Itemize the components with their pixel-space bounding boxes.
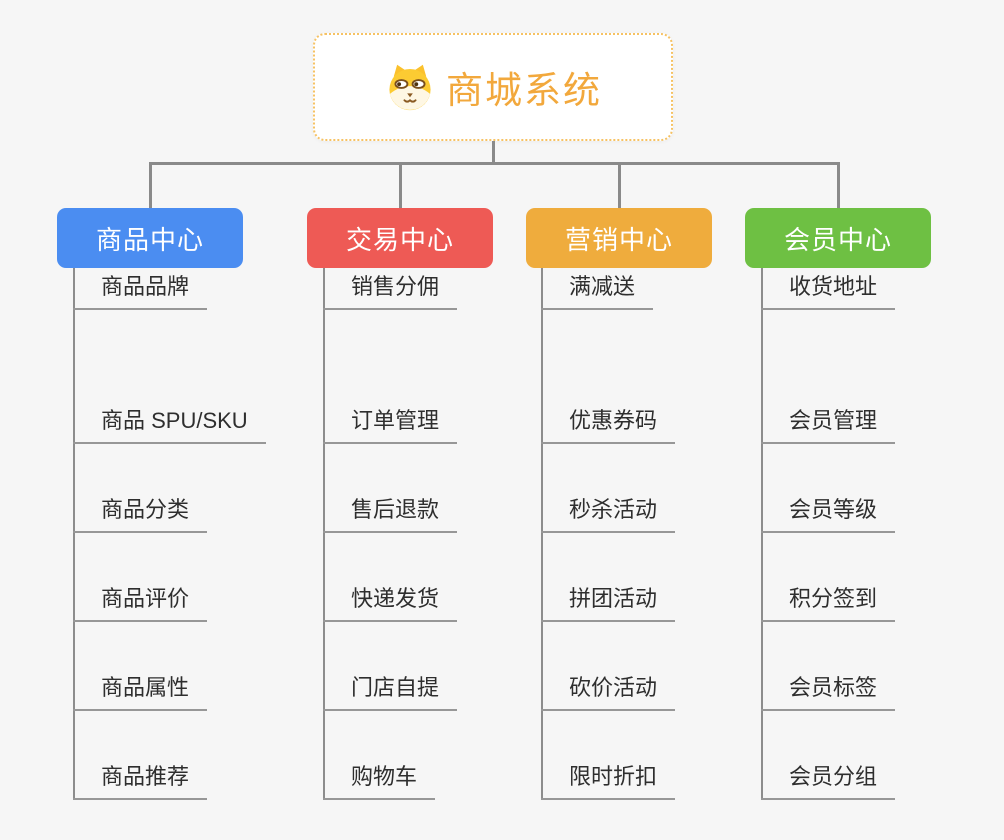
branch-tree-line xyxy=(73,268,75,800)
topic-node[interactable]: 会员标签 xyxy=(761,669,896,711)
topic-node[interactable]: 会员分组 xyxy=(761,758,896,800)
topic-node[interactable]: 售后退款 xyxy=(323,491,458,533)
topic-node[interactable]: 商品属性 xyxy=(73,669,208,711)
topic-node[interactable]: 快递发货 xyxy=(323,580,458,622)
connector-rail xyxy=(149,162,839,165)
topic-node[interactable]: 秒杀活动 xyxy=(541,491,676,533)
root-title: 商城系统 xyxy=(446,70,602,111)
topic-node[interactable]: 优惠券码 xyxy=(541,402,676,444)
subtree-trade-center: 订单管理 售后退款 快递发货 门店自提 购物车 销售分佣 xyxy=(323,268,563,800)
topic-node[interactable]: 会员管理 xyxy=(761,402,896,444)
topic-node[interactable]: 销售分佣 xyxy=(323,268,458,310)
branch-node-product-center[interactable]: 商品中心 xyxy=(57,208,243,268)
branch-tree-line xyxy=(761,268,763,800)
topic-node[interactable]: 限时折扣 xyxy=(541,758,676,800)
topic-node[interactable]: 会员等级 xyxy=(761,491,896,533)
topic-node[interactable]: 订单管理 xyxy=(323,402,458,444)
topic-node[interactable]: 商品品牌 xyxy=(73,268,208,310)
branch-node-member-center[interactable]: 会员中心 xyxy=(745,208,931,268)
branch-node-trade-center[interactable]: 交易中心 xyxy=(307,208,493,268)
topic-node[interactable]: 拼团活动 xyxy=(541,580,676,622)
branch-tree-line xyxy=(323,268,325,800)
topic-node[interactable]: 商品推荐 xyxy=(73,758,208,800)
topic-node[interactable]: 满减送 xyxy=(541,268,654,310)
topic-node[interactable]: 门店自提 xyxy=(323,669,458,711)
branch-tree-line xyxy=(541,268,543,800)
branch-node-marketing-center[interactable]: 营销中心 xyxy=(526,208,712,268)
connector-drop-member xyxy=(837,162,840,209)
topic-node[interactable]: 商品分类 xyxy=(73,491,208,533)
dog-face-icon xyxy=(389,64,431,111)
root-node[interactable]: 商城系统 xyxy=(313,33,673,141)
topic-node[interactable]: 砍价活动 xyxy=(541,669,676,711)
connector-drop-product xyxy=(149,162,152,209)
topic-node[interactable]: 积分签到 xyxy=(761,580,896,622)
subtree-product-center: 商品 SPU/SKU 商品分类 商品评价 商品属性 商品推荐 商品品牌 xyxy=(73,268,313,800)
topic-node[interactable]: 收货地址 xyxy=(761,268,896,310)
subtree-marketing-center: 优惠券码 秒杀活动 拼团活动 砍价活动 限时折扣 满减送 xyxy=(541,268,781,800)
connector-root-stem xyxy=(492,141,495,163)
topic-node[interactable]: 商品 SPU/SKU xyxy=(73,402,266,444)
topic-node[interactable]: 商品评价 xyxy=(73,580,208,622)
connector-drop-trade xyxy=(399,162,402,209)
subtree-member-center: 会员管理 会员等级 积分签到 会员标签 会员分组 收货地址 xyxy=(761,268,1001,800)
topic-node[interactable]: 购物车 xyxy=(323,758,436,800)
connector-drop-marketing xyxy=(618,162,621,209)
